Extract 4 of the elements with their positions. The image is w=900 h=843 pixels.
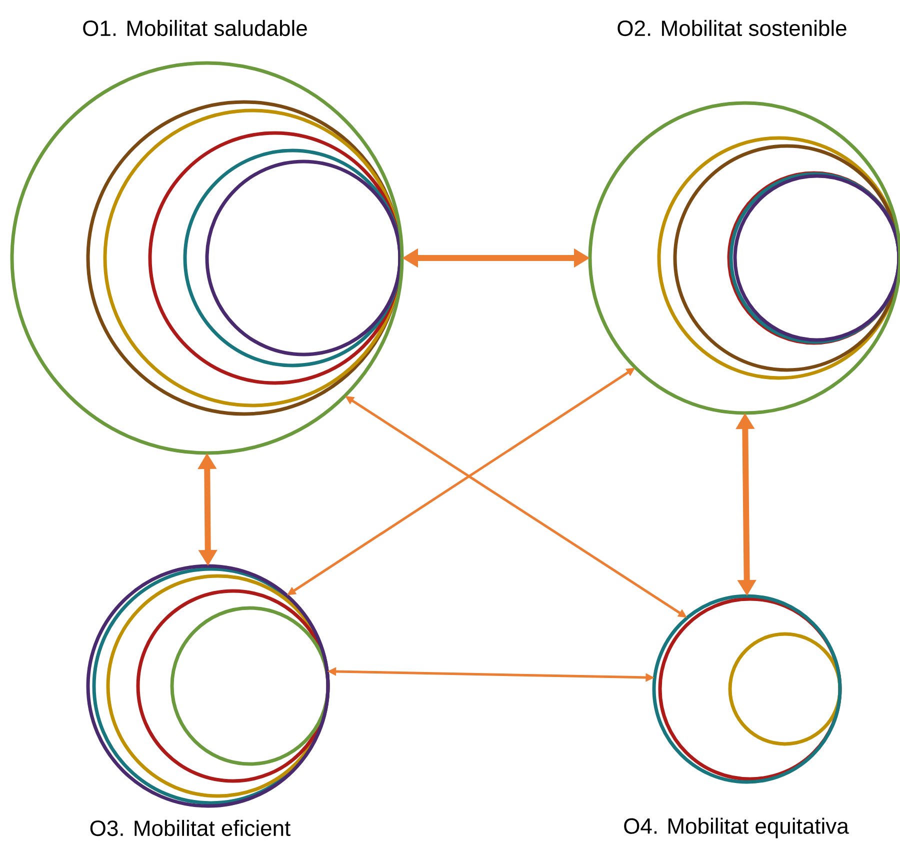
circle-title: O4. Mobilitat equitativa (624, 818, 849, 838)
circle-title: O2. Mobilitat sostenible (618, 20, 846, 36)
circle-title: O3. Mobilitat eficient (90, 820, 290, 836)
circle-title: O1. Mobilitat saludable (83, 20, 307, 36)
